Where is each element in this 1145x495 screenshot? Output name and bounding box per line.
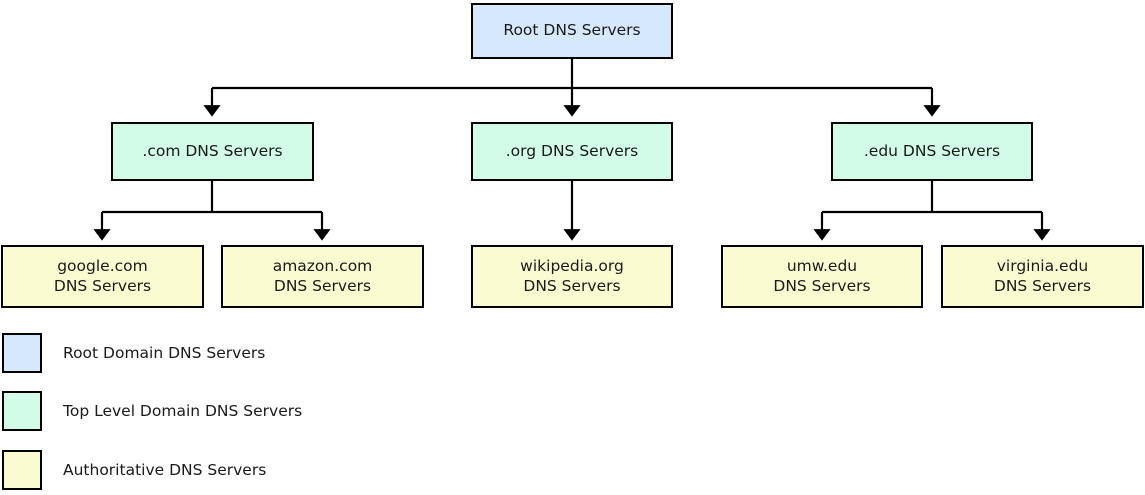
node-wikipedia-dns-servers[interactable]: wikipedia.org DNS Servers — [471, 245, 673, 308]
node-google-dns-servers[interactable]: google.com DNS Servers — [1, 245, 204, 308]
legend-label-root-domain: Root Domain DNS Servers — [63, 344, 266, 362]
legend-label-top-level-domain: Top Level Domain DNS Servers — [63, 402, 303, 420]
legend-swatch-root-domain — [2, 333, 42, 373]
legend-label-authoritative: Authoritative DNS Servers — [63, 461, 267, 479]
node-amazon-dns-servers[interactable]: amazon.com DNS Servers — [221, 245, 424, 308]
node-virginia-dns-servers[interactable]: virginia.edu DNS Servers — [941, 245, 1144, 308]
legend-swatch-authoritative — [2, 450, 42, 490]
legend: Root Domain DNS Servers Top Level Domain… — [0, 325, 500, 495]
legend-swatch-top-level-domain — [2, 391, 42, 431]
node-edu-dns-servers[interactable]: .edu DNS Servers — [831, 122, 1033, 181]
node-com-dns-servers[interactable]: .com DNS Servers — [111, 122, 314, 181]
node-umw-dns-servers[interactable]: umw.edu DNS Servers — [721, 245, 923, 308]
node-root-dns-servers[interactable]: Root DNS Servers — [471, 3, 673, 59]
node-org-dns-servers[interactable]: .org DNS Servers — [471, 122, 673, 181]
